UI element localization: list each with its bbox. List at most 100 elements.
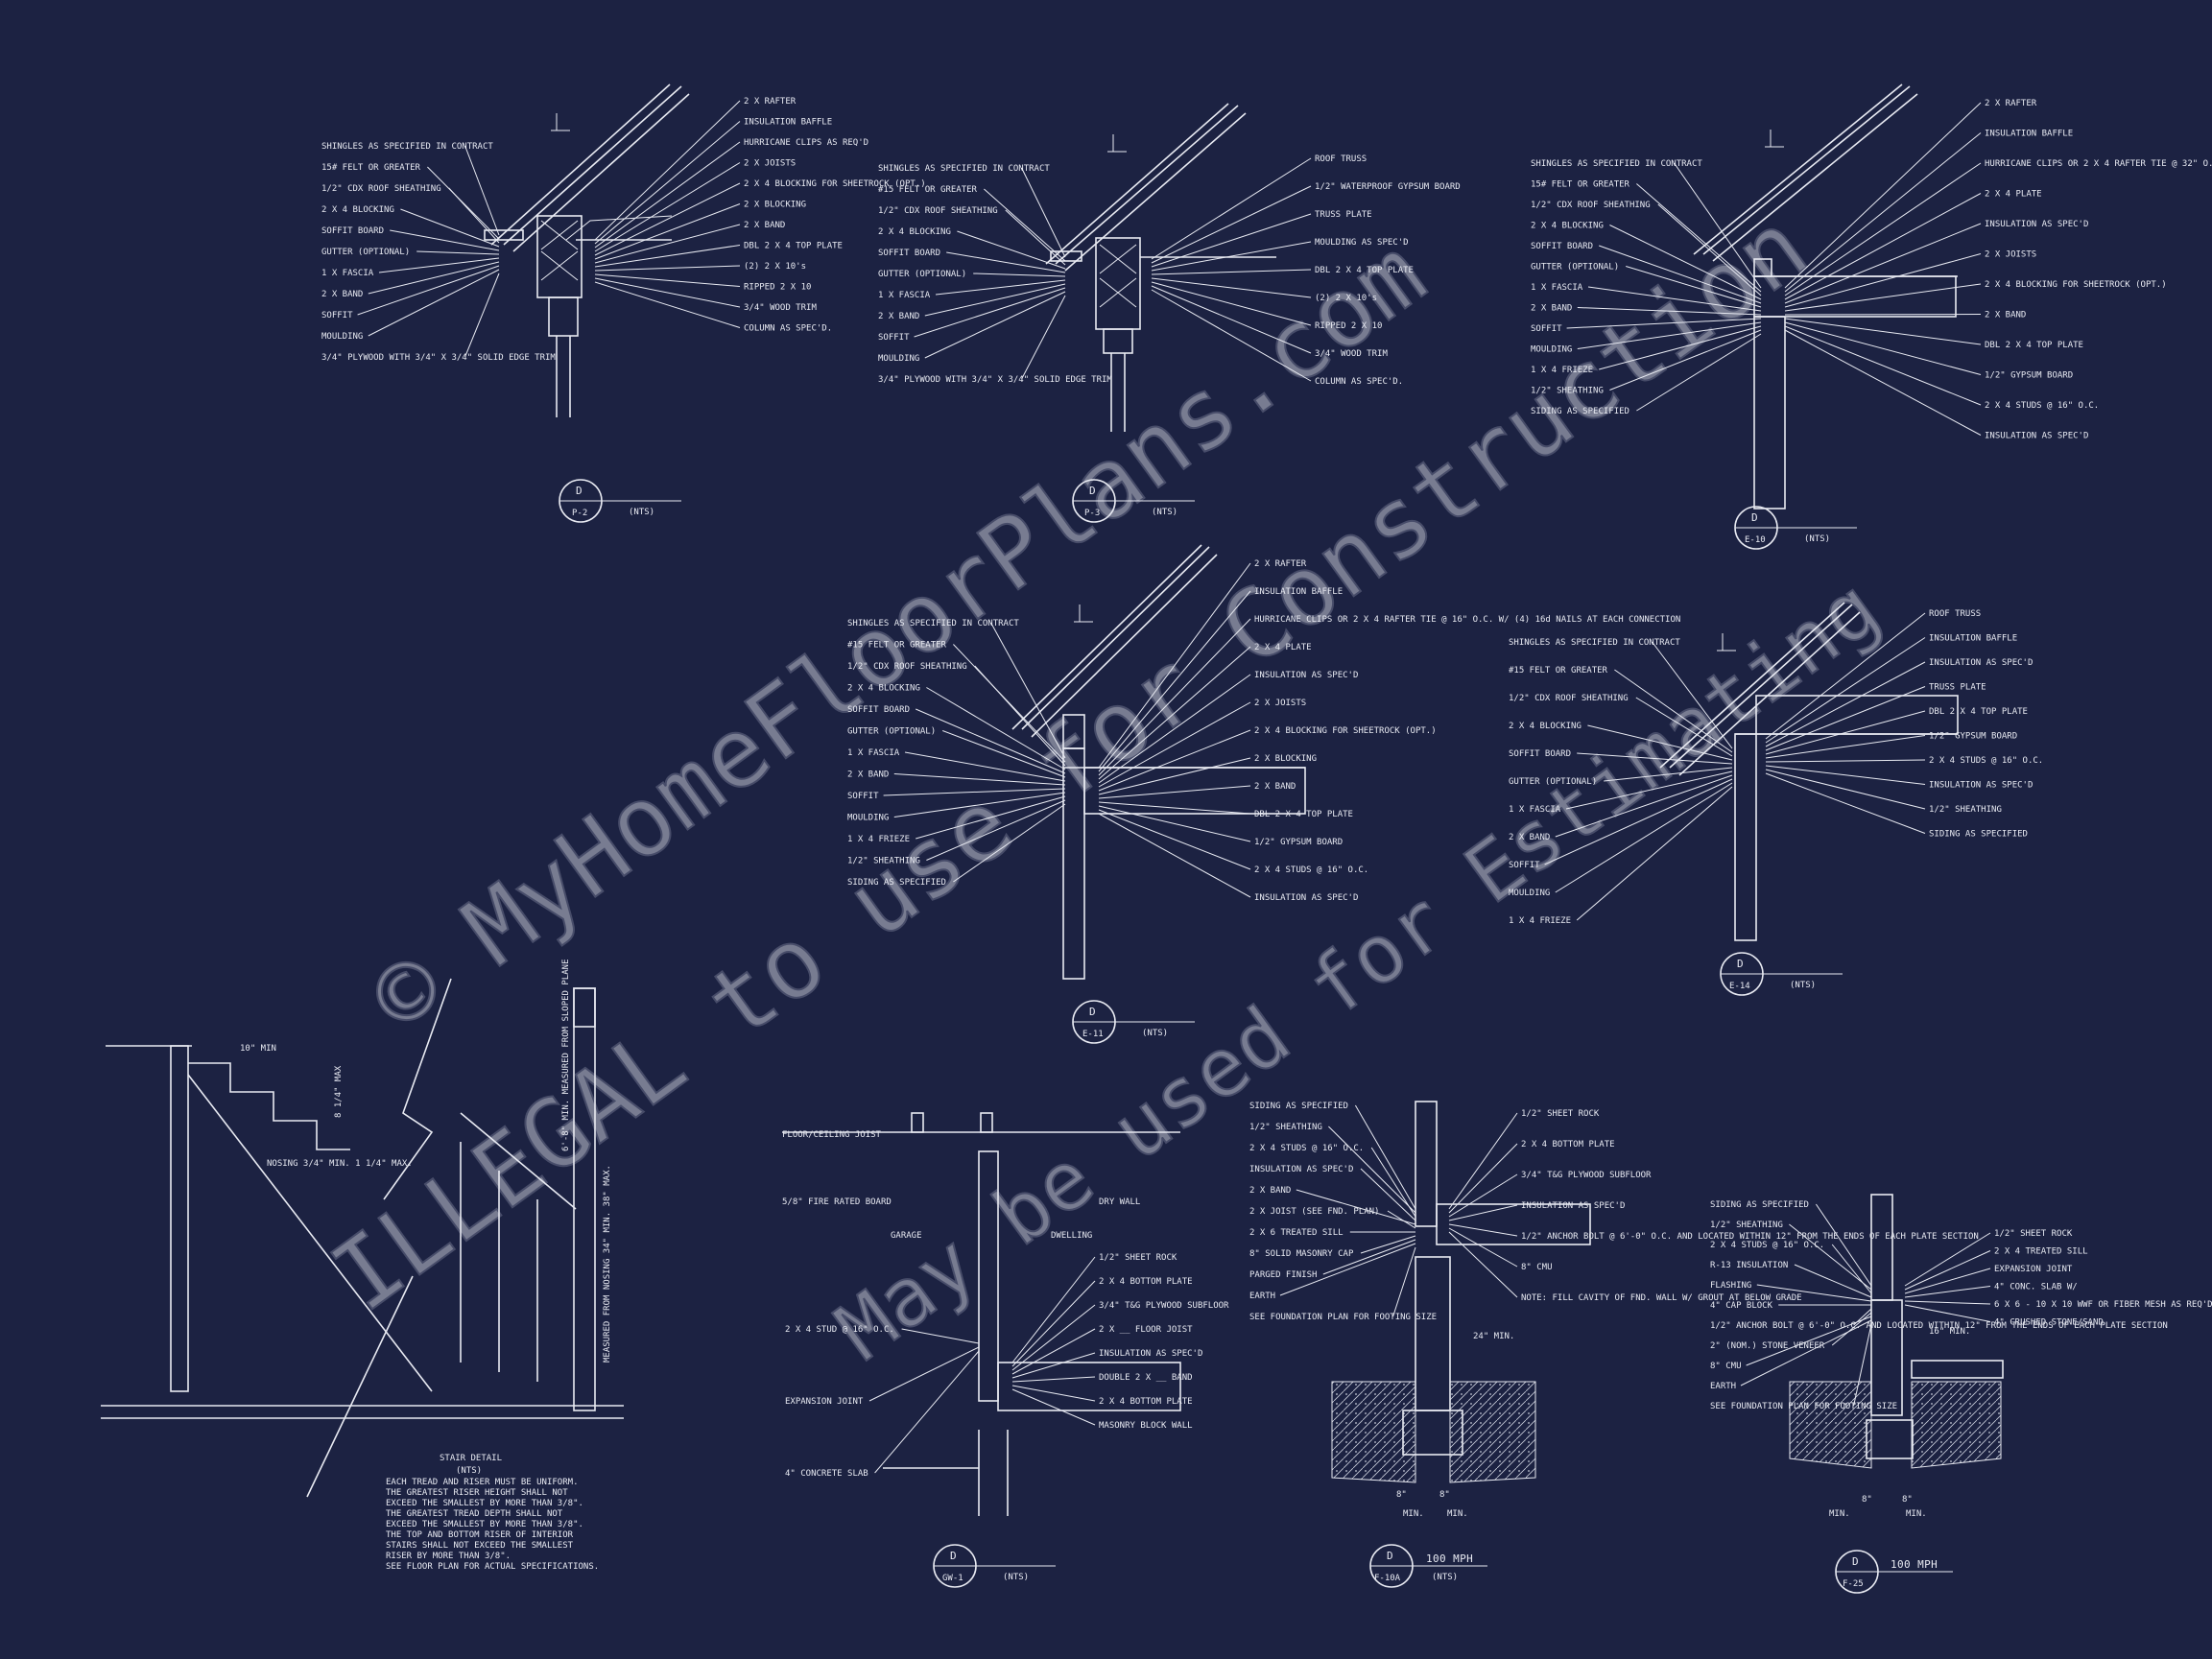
leader-line xyxy=(1765,759,1926,763)
leader-line xyxy=(1098,729,1251,792)
callout-right-label: HURRICANE CLIPS OR 2 X 4 RAFTER TIE @ 16… xyxy=(1254,615,1680,625)
callout-left-label: SIDING AS SPECIFIED xyxy=(1249,1102,1348,1111)
callout-right-label: 1/2" GYPSUM BOARD xyxy=(1254,838,1343,847)
leader-line xyxy=(1599,325,1762,370)
callout-left-label: 2 X BAND xyxy=(1249,1186,1291,1196)
callout-left-label: EXPANSION JOINT xyxy=(785,1397,864,1407)
leader-line xyxy=(1784,162,1982,296)
leader-line xyxy=(990,622,1066,759)
callout-right-label: 1/2" SHEET ROCK xyxy=(1994,1229,2073,1239)
leader-line xyxy=(1853,1323,1872,1407)
detail-gw-1: D GW-1 (NTS) xyxy=(782,1112,1181,1588)
leader-line xyxy=(1098,701,1251,788)
callout-left-label: 3/4" PLYWOOD WITH 3/4" X 3/4" SOLID EDGE… xyxy=(878,375,1112,385)
leader-line xyxy=(594,273,741,287)
callout-right-label: 2 X __ FLOOR JOIST xyxy=(1099,1325,1193,1335)
gw1-nts: (NTS) xyxy=(1003,1573,1029,1582)
callout-left-label: 8" CMU xyxy=(1710,1362,1742,1371)
callout-right-label: DBL 2 X 4 TOP PLATE xyxy=(744,242,843,251)
callout-left-label: SIDING AS SPECIFIED xyxy=(1710,1200,1809,1210)
callout-left-label: 1 X 4 FRIEZE xyxy=(1509,916,1571,926)
callout-right-label: COLUMN AS SPEC'D. xyxy=(1315,377,1403,387)
callout-right-label: EXPANSION JOINT xyxy=(1994,1265,2073,1274)
callout-right-label: 2 X 4 BLOCKING FOR SHEETROCK (OPT.) xyxy=(1254,726,1437,736)
callout-left-label: 2 X BAND xyxy=(321,290,363,299)
f10a-dim-label: 24" MIN. xyxy=(1473,1332,1514,1341)
callout-left-label: 2 X 4 BLOCKING xyxy=(321,205,394,215)
leader-line xyxy=(1098,618,1251,776)
e14-nts: (NTS) xyxy=(1790,981,1816,990)
callout-right-label: 2 X 4 BLOCKING FOR SHEETROCK (OPT.) xyxy=(744,179,926,189)
callout-left-label: SOFFIT xyxy=(847,792,879,801)
callout-left-label: 2 X 4 STUD @ 16" O.C. xyxy=(785,1325,894,1335)
callout-right-label: 2 X 4 PLATE xyxy=(1985,190,2042,200)
f25-dim-label: MIN. xyxy=(1906,1509,1927,1519)
leader-line xyxy=(1831,1244,1872,1294)
callout-left-label: SEE FOUNDATION PLAN FOR FOOTING SIZE xyxy=(1710,1402,1897,1411)
leader-line xyxy=(594,121,741,245)
callout-right-label: MOULDING AS SPEC'D xyxy=(1315,238,1409,248)
leader-line xyxy=(594,265,741,272)
leader-line xyxy=(1011,1376,1096,1383)
leader-line xyxy=(973,273,1066,277)
leader-line xyxy=(1011,1388,1096,1426)
leader-line xyxy=(1815,1203,1872,1287)
gw1-top-label: DRY WALL xyxy=(1099,1197,1140,1207)
gw1-top-label: GARAGE xyxy=(891,1231,922,1241)
gw1-top-label: FLOOR/CEILING JOIST xyxy=(782,1130,882,1140)
leader-line xyxy=(1904,1304,1991,1322)
leader-line xyxy=(1784,283,1982,312)
callout-right-label: INSULATION AS SPEC'D xyxy=(1985,220,2088,229)
callout-left-label: 4" CAP BLOCK xyxy=(1710,1301,1773,1311)
callout-right-label: 1/2" GYPSUM BOARD xyxy=(1929,732,2017,742)
callout-left-label: SHINGLES AS SPECIFIED IN CONTRACT xyxy=(847,619,1019,628)
leader-line xyxy=(1765,772,1926,834)
callout-left-label: 1/2" CDX ROOF SHEATHING xyxy=(878,206,998,216)
leader-line xyxy=(1674,162,1762,289)
callout-left-label: 4" CONCRETE SLAB xyxy=(785,1469,868,1479)
callout-left-label: MOULDING xyxy=(1509,889,1550,898)
callout-left-label: 2 X 4 STUDS @ 16" O.C. xyxy=(1249,1144,1364,1153)
callout-right-label: 3/4" WOOD TRIM xyxy=(744,303,817,313)
callout-left-label: 1 X FASCIA xyxy=(1509,805,1561,815)
leader-line xyxy=(935,279,1066,296)
e10-circle-letter: D xyxy=(1751,511,1758,524)
leader-line xyxy=(1098,757,1251,795)
leader-line xyxy=(594,182,741,256)
callout-right-label: 2 X BAND xyxy=(1254,782,1296,792)
leader-line xyxy=(1151,277,1312,298)
leader-line xyxy=(427,166,500,240)
leader-line xyxy=(1360,1235,1416,1254)
callout-right-label: MASONRY BLOCK WALL xyxy=(1099,1421,1193,1431)
e14-circle-letter: D xyxy=(1737,958,1744,970)
leader-line xyxy=(926,687,1066,770)
f25-dim-label: MIN. xyxy=(1829,1509,1850,1519)
callout-right-label: NOTE: FILL CAVITY OF FND. WALL W/ GROUT … xyxy=(1521,1293,1802,1303)
callout-right-label: 2 X JOISTS xyxy=(744,159,796,169)
leader-line xyxy=(914,287,1066,338)
callout-left-label: GUTTER (OPTIONAL) xyxy=(1531,263,1619,273)
leader-line xyxy=(1765,735,1926,759)
leader-line xyxy=(1448,1173,1518,1218)
leader-line xyxy=(1151,285,1312,354)
callout-right-label: 2 X BAND xyxy=(1985,311,2026,320)
callout-left-label: 1 X 4 FRIEZE xyxy=(1531,366,1593,375)
leader-line xyxy=(1098,590,1251,772)
leader-line xyxy=(1765,661,1926,747)
leader-line xyxy=(953,803,1066,883)
callout-right-label: 2 X BLOCKING xyxy=(1254,754,1317,764)
callout-right-label: 1/2" SHEET ROCK xyxy=(1521,1109,1600,1119)
callout-right-label: INSULATION AS SPEC'D xyxy=(1254,671,1358,680)
callout-left-label: 1 X FASCIA xyxy=(878,291,931,300)
p2-nts: (NTS) xyxy=(629,508,654,517)
leader-line xyxy=(1555,782,1733,893)
f10a-dim-label: 8" xyxy=(1396,1490,1407,1500)
leader-line xyxy=(1021,167,1066,258)
leader-line xyxy=(1448,1231,1518,1298)
callout-right-label: 2 X 4 BLOCKING FOR SHEETROCK (OPT.) xyxy=(1985,280,2167,290)
callout-left-label: #15 FELT OR GREATER xyxy=(847,641,947,651)
leader-line xyxy=(1279,1243,1416,1296)
leader-line xyxy=(926,799,1066,861)
leader-line xyxy=(1322,1239,1416,1275)
callout-right-label: INSULATION AS SPEC'D xyxy=(1521,1201,1625,1211)
